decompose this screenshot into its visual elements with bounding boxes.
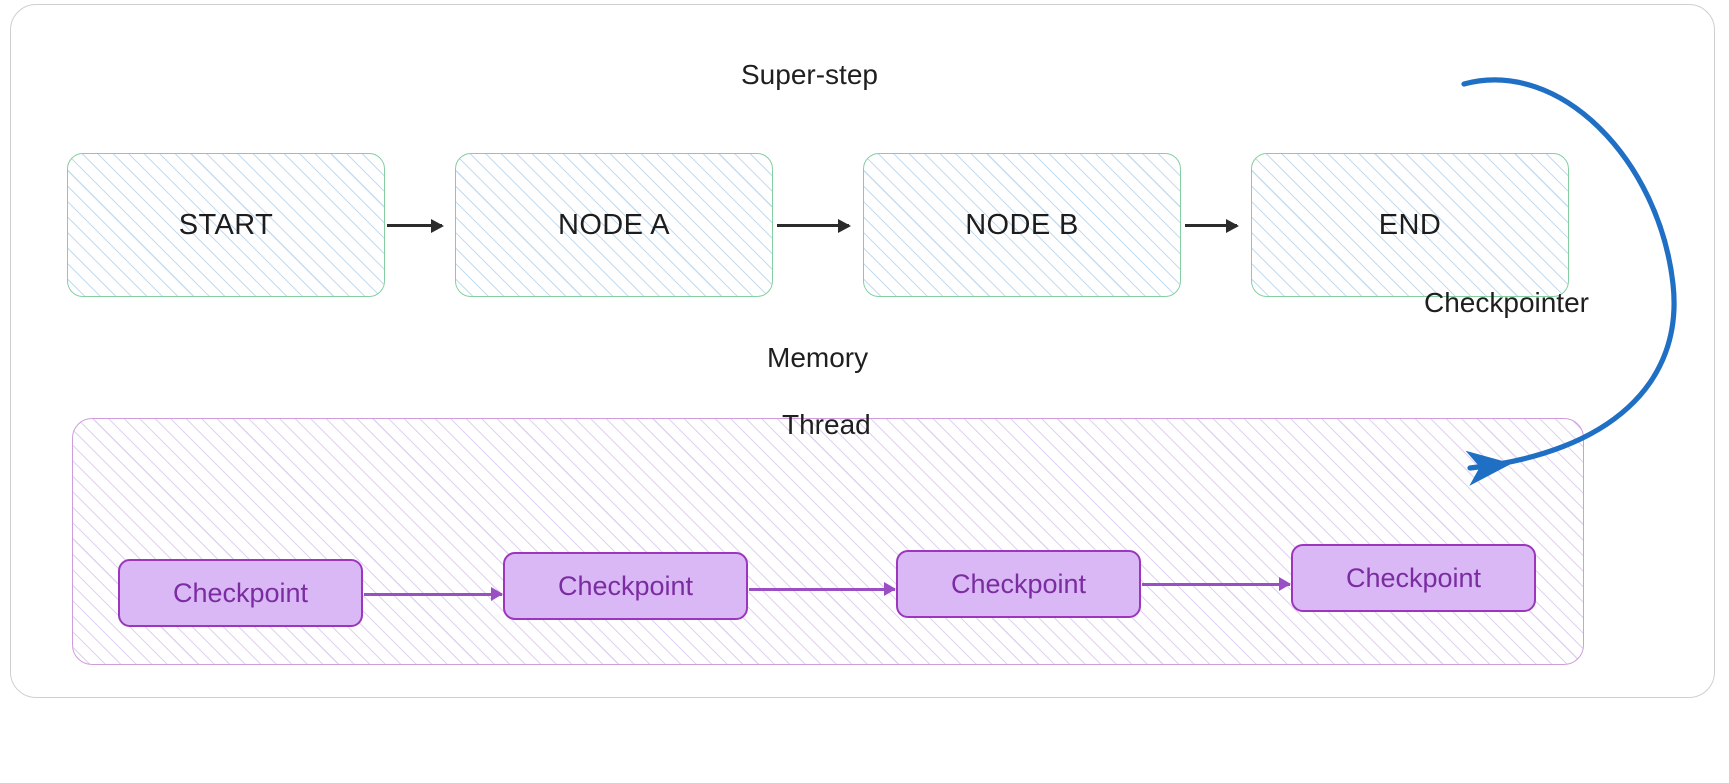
checkpoint-arrow-1-to-2 [364, 593, 502, 596]
checkpoint-box-1-label: Checkpoint [172, 577, 309, 608]
checkpoint-box-3[interactable]: Checkpoint [896, 550, 1141, 618]
node-start[interactable]: START [67, 153, 385, 297]
memory-thread-container [72, 418, 1584, 665]
memory-label: Memory [767, 342, 869, 373]
node-node-b[interactable]: NODE B [863, 153, 1181, 297]
checkpoint-box-1[interactable]: Checkpoint [118, 559, 363, 627]
flow-arrow-node-b-to-end [1185, 224, 1237, 227]
checkpoint-box-4[interactable]: Checkpoint [1291, 544, 1536, 612]
checkpointer-label: Checkpointer [1424, 287, 1589, 318]
checkpoint-box-4-label: Checkpoint [1345, 562, 1482, 593]
node-start-label: START [178, 208, 274, 241]
thread-label: Thread [782, 409, 871, 440]
node-end-label: END [1378, 208, 1442, 241]
node-node-a[interactable]: NODE A [455, 153, 773, 297]
flow-arrow-node-a-to-node-b [777, 224, 849, 227]
checkpoint-arrow-3-to-4 [1142, 583, 1290, 586]
checkpoint-box-2[interactable]: Checkpoint [503, 552, 748, 620]
node-node-a-label: NODE A [558, 208, 670, 241]
flow-arrow-start-to-node-a [387, 224, 442, 227]
node-node-b-label: NODE B [965, 208, 1079, 241]
outer-frame [10, 4, 1715, 698]
checkpoint-arrow-2-to-3 [749, 588, 895, 591]
node-end[interactable]: END [1251, 153, 1569, 297]
super-step-label: Super-step [741, 59, 878, 90]
checkpoint-box-2-label: Checkpoint [557, 570, 694, 601]
checkpoint-box-3-label: Checkpoint [950, 568, 1087, 599]
